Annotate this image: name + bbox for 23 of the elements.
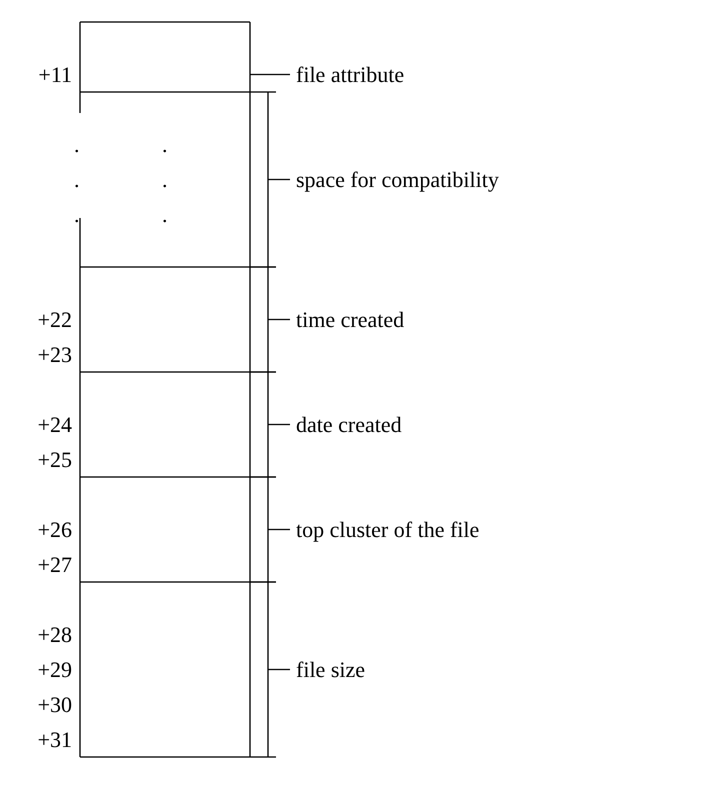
field-description: file attribute xyxy=(296,62,404,88)
byte-offset: +28 xyxy=(38,622,72,648)
byte-offset: +26 xyxy=(38,516,72,542)
byte-offset: +29 xyxy=(38,656,72,682)
ellipsis-dot: . xyxy=(74,132,80,158)
byte-offset: +24 xyxy=(38,412,72,438)
byte-offset: +25 xyxy=(38,446,72,472)
byte-offset: +23 xyxy=(38,342,72,368)
field-description: date created xyxy=(296,412,402,438)
ellipsis-dot: . xyxy=(74,166,80,192)
field-description: file size xyxy=(296,656,366,682)
ellipsis-dot: . xyxy=(162,166,168,192)
byte-offset: +22 xyxy=(38,306,72,332)
field-description: space for compatibility xyxy=(296,166,499,192)
byte-offset: +27 xyxy=(38,552,72,578)
byte-offset: +11 xyxy=(38,62,72,88)
field-description: top cluster of the file xyxy=(296,516,480,542)
field-description: time created xyxy=(296,306,404,332)
byte-offset: +30 xyxy=(38,692,72,718)
ellipsis-dot: . xyxy=(74,202,80,228)
ellipsis-dot: . xyxy=(162,132,168,158)
ellipsis-dot: . xyxy=(162,202,168,228)
byte-offset: +31 xyxy=(38,726,72,752)
